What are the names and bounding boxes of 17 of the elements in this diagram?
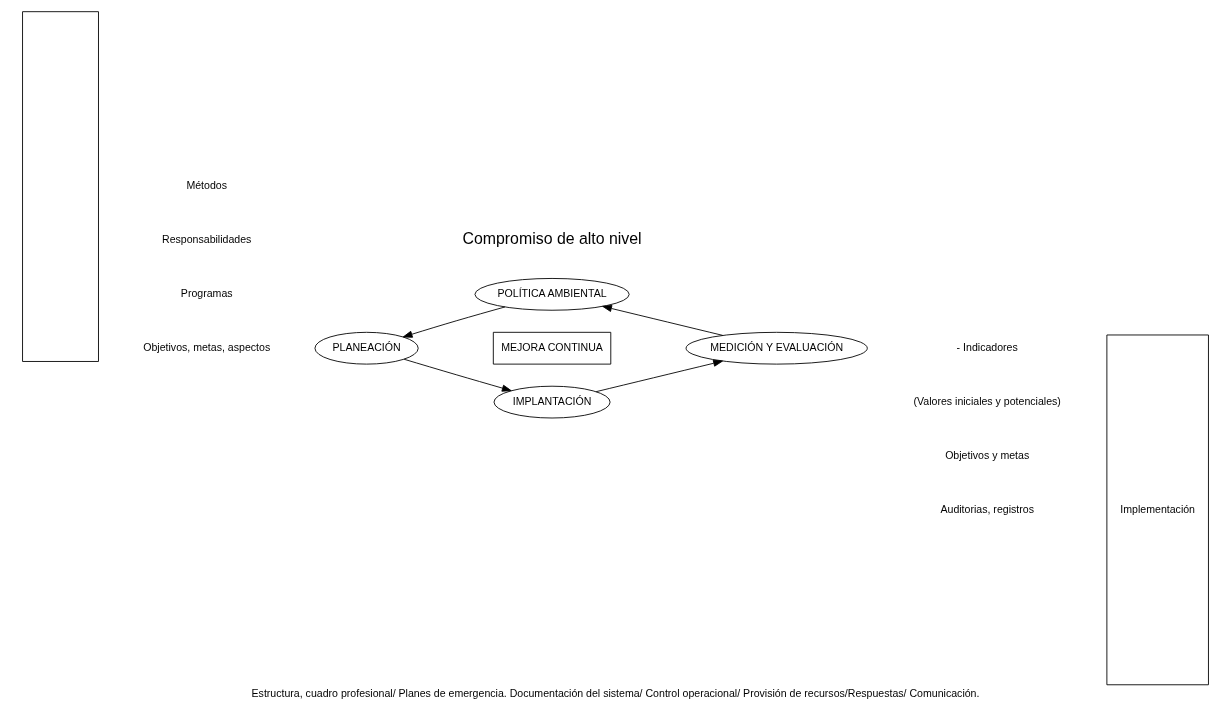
node-box: Implementación [1105, 334, 1209, 686]
arrow [601, 305, 723, 336]
label: - Indicadores [956, 340, 1018, 353]
node-box: MEJORA CONTINUA [492, 331, 611, 365]
node-box [21, 11, 99, 362]
label: Métodos [185, 179, 227, 192]
label: Programas [180, 287, 233, 300]
label: Objetivos, metas, aspectos [142, 340, 270, 353]
label: Compromiso de alto nivel [461, 230, 642, 248]
label: Auditorias, registros [939, 502, 1034, 515]
label: Objetivos y metas [944, 448, 1029, 461]
caption: Estructura, cuadro profesional/ Planes de emergencia. Documentación del sistema/ Control operacional/ Provisión de recursos/Respuestas/ Comunicación. [251, 686, 979, 699]
arrow [403, 358, 512, 392]
label: Responsabilidades [161, 233, 251, 246]
arrow [402, 306, 505, 338]
arrow [595, 359, 723, 393]
label: (Valores iniciales y potenciales) [913, 394, 1061, 407]
